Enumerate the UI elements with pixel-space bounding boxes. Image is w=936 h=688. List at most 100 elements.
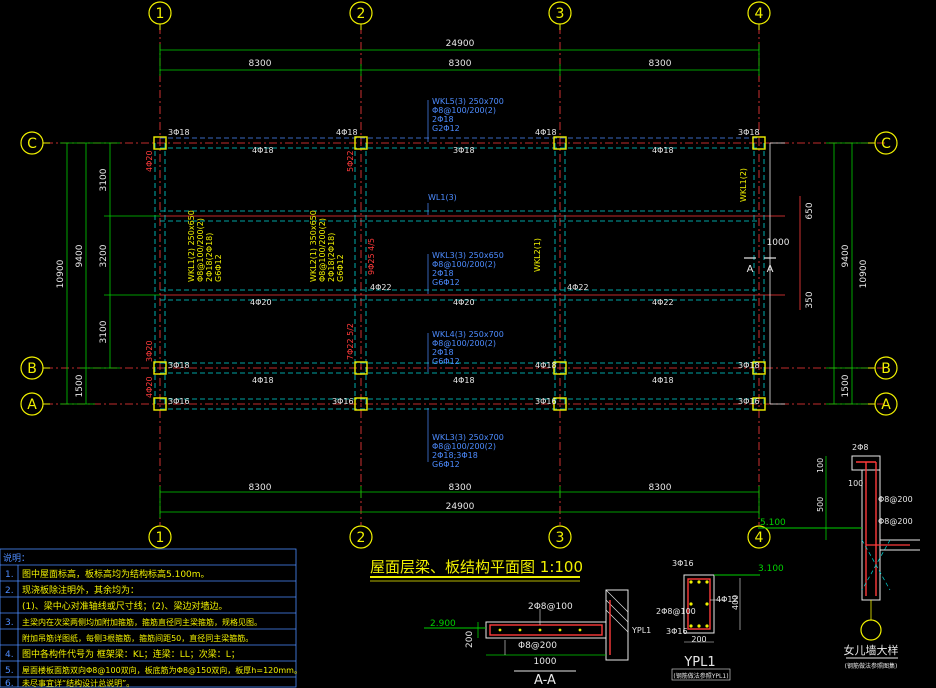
dim-bay-2: 8300 — [449, 59, 472, 69]
ypl1-mid: 4Φ12 — [716, 595, 738, 604]
dim-total-top: 24900 — [446, 39, 475, 49]
parapet-dim-500: 500 — [816, 497, 825, 512]
rebar-label: 3Φ18 — [738, 128, 760, 137]
section-mark-right: A — [767, 264, 774, 275]
axis-label-b-right: B — [881, 361, 891, 377]
section-aa-bar2: Φ8@200 — [518, 641, 557, 651]
rebar-label: 4Φ18 — [252, 376, 274, 385]
dim-left-10900: 10900 — [56, 259, 66, 288]
column-b4 — [752, 361, 766, 375]
rebar-label: 4Φ18 — [652, 376, 674, 385]
column-a2 — [354, 397, 368, 411]
parapet-top: 2Φ8 — [852, 443, 868, 452]
beam-annotation: G6Φ12 — [432, 460, 460, 469]
axis-label-3-bottom: 3 — [556, 530, 565, 546]
note-text: 屋面楼板面筋双向Φ8@100双向，板底筋为Φ8@150双向，板厚h=120mm。 — [22, 665, 302, 675]
rebar-label: 9Φ25 4/5 — [367, 238, 376, 275]
drawing-title: 屋面层梁、板结构平面图 1:100 — [370, 558, 583, 576]
beam-annotation: WKL5(3) 250x700 — [432, 97, 504, 106]
dim-total-bottom: 24900 — [446, 502, 475, 512]
section-aa-bar1: 2Φ8@100 — [528, 602, 573, 612]
column-b3 — [553, 361, 567, 375]
column-c3 — [553, 136, 567, 150]
ypl1-height: 400 — [731, 595, 740, 610]
note-number: 1. — [5, 570, 14, 580]
rebar-label: 3Φ18 — [168, 128, 190, 137]
parapet-detail: 2Φ8 100 100 500 Φ8@200 Φ8@200 5.100 女儿墙大… — [758, 443, 920, 670]
column-c1 — [153, 136, 167, 150]
ypl1-side: 2Φ8@100 — [656, 607, 696, 616]
beam-annotation: 2Φ18 — [432, 269, 454, 278]
beam-annotation: G2Φ12 — [432, 124, 460, 133]
beam-annotation: 2Φ18 — [432, 115, 454, 124]
note-text: 未尽事宜详“结构设计总说明”。 — [22, 678, 134, 688]
rebar-label: 4Φ22 — [370, 283, 392, 292]
beam-annotation: WKL1(2) 250x650 — [187, 210, 196, 282]
rebar-label: 4Φ22 — [567, 283, 589, 292]
axis-label-2-top: 2 — [357, 6, 366, 22]
beam-annotation: Φ8@100/200(2) — [196, 218, 205, 282]
ypl1-detail: 3.100 3Φ16 2Φ8@100 4Φ12 3Φ16 200 400 YPL… — [656, 559, 784, 681]
parapet-dim-100b: 100 — [848, 479, 863, 488]
ypl1-width: 200 — [691, 635, 706, 644]
rebar-label: 3Φ18 — [738, 361, 760, 370]
beam-annotation: WKL3(3) 250x650 — [432, 251, 504, 260]
rebar-label: 5Φ22 — [346, 150, 355, 172]
dim-left-3200: 3200 — [99, 244, 109, 267]
beam-annotation: G6Φ12 — [432, 357, 460, 366]
ypl1-subtitle: (钢筋做法参照YPL1) — [673, 672, 728, 680]
parapet-bar1: Φ8@200 — [878, 495, 913, 504]
rebar-label: 4Φ22 — [652, 298, 674, 307]
dim-right-1500: 1500 — [841, 374, 851, 397]
rebar-label: 4Φ18 — [252, 146, 274, 155]
beam-annotation: WKL2(1) 350x650 — [309, 210, 318, 282]
beam-annotation: WKL4(3) 250x700 — [432, 330, 504, 339]
ypl1-top: 3Φ16 — [672, 559, 694, 568]
column-c2 — [354, 136, 368, 150]
column-a3 — [553, 397, 567, 411]
beam-annotation: Φ8@100/200(2) — [318, 218, 327, 282]
section-aa-width: 1000 — [534, 657, 557, 667]
beam-annotation: WKL1(2) — [739, 168, 748, 202]
axis-label-c-left: C — [27, 136, 37, 152]
column-a4 — [752, 397, 766, 411]
notes-frame — [0, 548, 297, 688]
dim-bay-1-bottom: 8300 — [249, 483, 272, 493]
dim-bay-3: 8300 — [649, 59, 672, 69]
rebar-label: 3Φ16 — [738, 397, 760, 406]
dim-right-1000: 1000 — [767, 238, 790, 248]
note-text: 附加吊筋详图纸，每侧3根箍筋，箍筋间距50，直径同主梁箍筋。 — [22, 633, 253, 643]
axis-label-1-bottom: 1 — [156, 530, 165, 546]
dim-bay-1: 8300 — [249, 59, 272, 69]
parapet-elev: 5.100 — [760, 518, 786, 528]
ypl1-elev: 3.100 — [758, 564, 784, 574]
axis-label-2-bottom: 2 — [357, 530, 366, 546]
beam-annotation: 2Φ18;3Φ18 — [432, 451, 478, 460]
note-number: 4. — [5, 650, 14, 660]
beam-annotation: WL1(3) — [428, 193, 457, 202]
note-text: (1)、梁中心对准轴线或尺寸线；(2)、梁边对墙边。 — [22, 600, 228, 612]
note-number: 5. — [5, 666, 14, 676]
rebar-label: 3Φ16 — [332, 397, 354, 406]
beam-annotation: G6Φ12 — [214, 254, 223, 282]
column-a1 — [153, 397, 167, 411]
column-b1 — [153, 361, 167, 375]
rebar-label: 7Φ22 5/2 — [346, 323, 355, 360]
rebar-label: 3Φ20 — [145, 340, 154, 362]
section-aa-height: 200 — [465, 631, 475, 648]
dim-left-1500: 1500 — [75, 374, 85, 397]
rebar-label: 4Φ20 — [145, 150, 154, 172]
rebar-label: 4Φ18 — [336, 128, 358, 137]
rebar-label: 4Φ20 — [145, 376, 154, 398]
beam-annotation: WKL3(3) 250x700 — [432, 433, 504, 442]
parapet-dim-100a: 100 — [816, 458, 825, 473]
beam-annotation: WKL2(1) — [533, 238, 542, 272]
rebar-label: 4Φ18 — [535, 128, 557, 137]
note-text: 图中屋面标高，板标高均为结构标高5.100m。 — [22, 568, 210, 580]
section-mark-left: A — [747, 264, 754, 275]
rebar-label: 3Φ16 — [535, 397, 557, 406]
beam-annotation: 2Φ18(2Φ18) — [205, 233, 214, 282]
rebar-label: 3Φ16 — [168, 397, 190, 406]
dim-bay-2-bottom: 8300 — [449, 483, 472, 493]
note-text: 主梁内在次梁两侧均加附加箍筋，箍筋直径同主梁箍筋，规格见图。 — [22, 617, 262, 627]
